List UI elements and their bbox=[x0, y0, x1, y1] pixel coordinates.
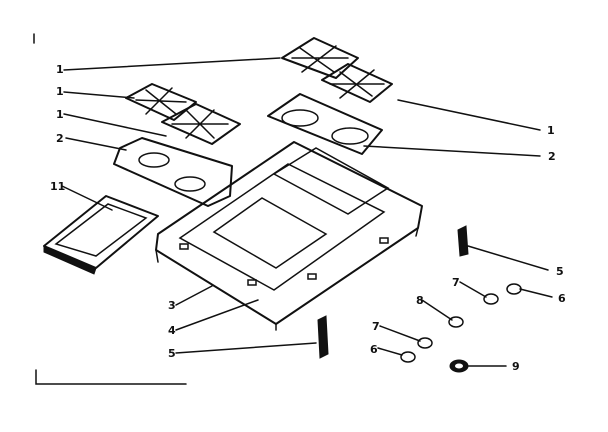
frame-marks bbox=[33, 33, 187, 385]
callout-3: 3 bbox=[168, 299, 176, 312]
leader-lines bbox=[61, 57, 553, 367]
callout-6-lower: 6 bbox=[370, 343, 378, 356]
callout-1-top-left: 1 bbox=[56, 63, 64, 76]
callout-7-upper: 7 bbox=[452, 276, 460, 289]
callout-2-left: 2 bbox=[56, 132, 64, 145]
main-frame bbox=[155, 141, 423, 331]
callout-5-right: 5 bbox=[556, 265, 564, 278]
callout-8: 8 bbox=[416, 294, 424, 307]
callout-1-right: 1 bbox=[547, 124, 555, 137]
callout-labels: 1 1 1 2 11 1 2 3 4 5 5 6 7 8 7 6 9 bbox=[50, 63, 566, 373]
callout-11: 11 bbox=[50, 180, 65, 193]
callout-2-right: 2 bbox=[548, 150, 556, 163]
clip-parts bbox=[317, 225, 469, 359]
callout-6-right: 6 bbox=[558, 292, 566, 305]
grate-top-right bbox=[281, 37, 393, 103]
callout-9: 9 bbox=[512, 360, 520, 373]
callout-1-mid-left-a: 1 bbox=[56, 85, 64, 98]
grate-left bbox=[125, 83, 241, 145]
callout-1-mid-left-b: 1 bbox=[56, 108, 64, 121]
callout-4: 4 bbox=[168, 324, 176, 337]
callout-5-bottom: 5 bbox=[168, 347, 176, 360]
callout-7-lower: 7 bbox=[372, 320, 380, 333]
cover-panel bbox=[43, 195, 159, 275]
burner-plate-left bbox=[113, 137, 233, 207]
burner-plate-right bbox=[267, 93, 383, 155]
